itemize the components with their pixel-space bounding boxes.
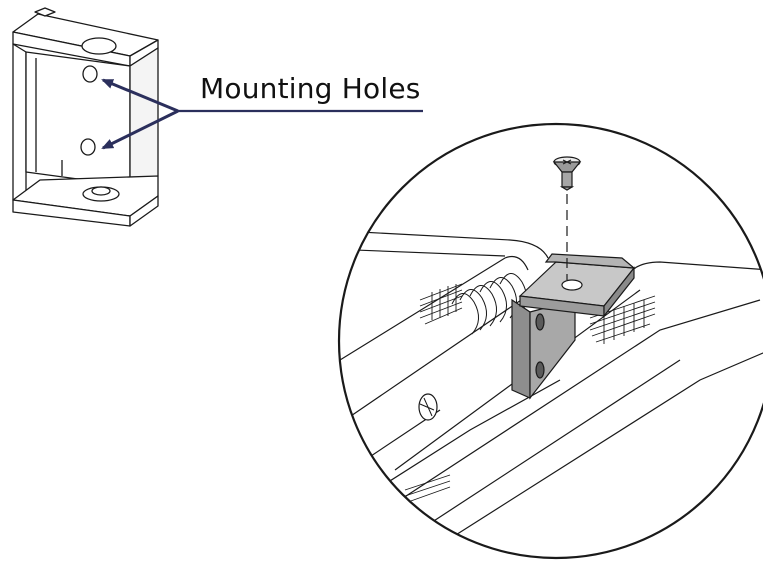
installed-bracket-icon: [511, 253, 636, 400]
arrow-bottom-hole: [101, 109, 179, 150]
mounting-holes-label: Mounting Holes: [200, 72, 421, 105]
arrow-top-hole: [101, 78, 179, 113]
screw-icon: [552, 156, 582, 191]
mounting-holes-callout: [101, 78, 423, 150]
detail-circle-icon: [337, 122, 763, 560]
mounting-bracket-icon: [12, 7, 159, 227]
